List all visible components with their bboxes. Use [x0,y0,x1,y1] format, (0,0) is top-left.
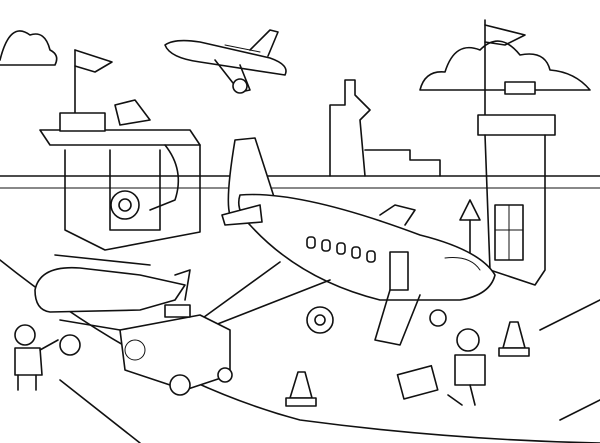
emergency-truck [119,304,233,396]
cloud-right [419,40,591,91]
left-hangar-building [39,49,201,251]
parked-airplane [199,137,496,346]
worker-figure-left [14,324,59,391]
terminal-skyline [329,79,441,177]
passenger-windows [306,236,376,263]
traffic-cone-center [285,371,317,407]
helicopter [34,254,191,356]
passenger-figure [396,328,486,406]
traffic-cone-right [498,321,530,357]
control-tower [459,19,556,286]
flying-airplane [164,29,287,94]
cloud-left [0,30,58,66]
